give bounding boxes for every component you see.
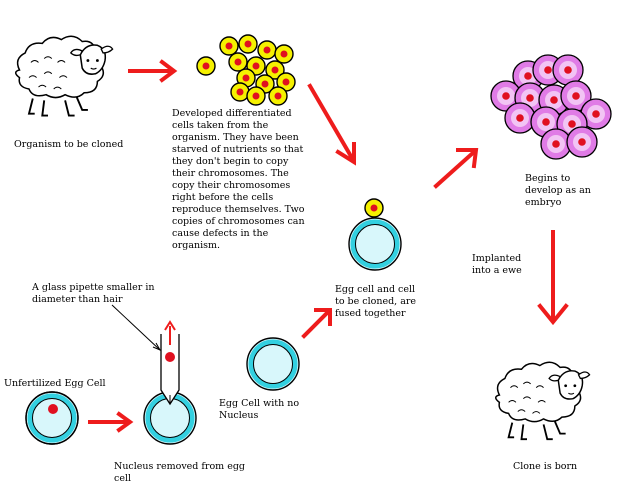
arrow-cells-to-fusion — [307, 83, 356, 166]
process-arrows — [88, 59, 569, 433]
cells-description: Developed differentiated cells taken fro… — [172, 108, 305, 251]
pipette-pointer-line — [111, 304, 161, 351]
organism-label: Organism to be cloned — [14, 139, 124, 150]
nucleus-removed-label: Nucleus removed from egg cell — [114, 461, 245, 484]
embryo-cells-cluster — [490, 54, 612, 160]
unfertilized-egg-cell — [25, 391, 79, 445]
embryo-label: Begins to develop as an embryo — [525, 173, 591, 208]
donor-sheep-icon — [14, 35, 114, 117]
egg-cell-no-nucleus — [246, 337, 300, 391]
differentiated-cells-cluster — [196, 34, 296, 106]
fused-egg-cell — [348, 198, 402, 271]
implanted-label: Implanted into a ewe — [472, 253, 522, 276]
unfertilized-label: Unfertilized Egg Cell — [4, 378, 106, 389]
glass-pipette — [160, 320, 180, 406]
no-nucleus-label: Egg Cell with no Nucleus — [219, 398, 300, 421]
arrow-egg-to-removal — [88, 411, 134, 433]
arrow-fusion-to-embryo — [433, 148, 479, 189]
fused-label: Egg cell and cell to be cloned, are fuse… — [335, 284, 417, 319]
arrow-sheep-to-cells — [128, 59, 178, 83]
pipette-label: A glass pipette smaller in diameter than… — [32, 282, 155, 305]
arrow-embryo-to-clone — [537, 230, 569, 326]
clone-sheep-icon — [494, 361, 591, 441]
clone-label: Clone is born — [513, 461, 578, 472]
arrow-empty-to-fusion — [301, 308, 332, 339]
